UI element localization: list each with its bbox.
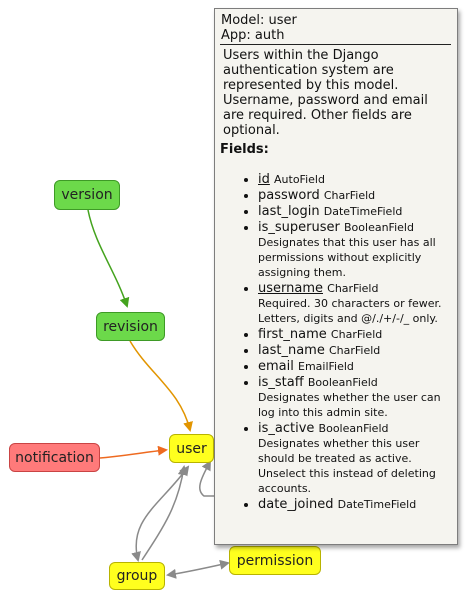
field-item: last_login DateTimeField	[258, 204, 451, 219]
tooltip-app-line: App: auth	[221, 28, 285, 43]
field-type: CharField	[330, 328, 383, 341]
field-help-text: Designates that this user has all permis…	[258, 236, 436, 279]
tooltip-fields-title: Fields:	[220, 142, 269, 157]
node-permission[interactable]: permission	[229, 546, 321, 575]
edge-notification-user	[99, 445, 168, 459]
field-type: DateTimeField	[337, 498, 417, 511]
field-type: BooleanField	[318, 422, 389, 435]
tooltip-divider	[220, 44, 451, 45]
field-type: BooleanField	[307, 376, 378, 389]
field-help-text: Designates whether this user should be t…	[258, 437, 436, 495]
edge-version-revision	[87, 209, 130, 308]
field-item: email EmailField	[258, 359, 451, 374]
edge-revision-user	[129, 340, 193, 432]
field-type: CharField	[327, 282, 379, 295]
edge-group-user-2	[141, 465, 188, 561]
field-type: EmailField	[298, 360, 354, 373]
field-name: username	[258, 281, 323, 296]
field-name: is_active	[258, 421, 315, 436]
field-type: AutoField	[274, 173, 325, 186]
field-help-text: Required. 30 characters or fewer. Letter…	[258, 297, 442, 325]
field-name: is_staff	[258, 375, 304, 390]
tooltip-model-line: Model: user	[221, 13, 297, 28]
field-name: is_superuser	[258, 220, 340, 235]
field-name: first_name	[258, 327, 327, 342]
tooltip-description: Users within the Django authentication s…	[223, 48, 428, 138]
field-name: email	[258, 359, 294, 374]
field-name: password	[258, 188, 320, 203]
edge-group-permission	[166, 559, 230, 579]
field-type: CharField	[328, 344, 381, 357]
node-version[interactable]: version	[54, 180, 120, 210]
field-name: date_joined	[258, 497, 334, 512]
field-type: DateTimeField	[323, 205, 403, 218]
field-name: id	[258, 172, 270, 187]
edge-user-offscreen	[199, 460, 214, 497]
field-list: id AutoFieldpassword CharFieldlast_login…	[215, 172, 457, 512]
model-tooltip: Model: user App: auth Users within the D…	[214, 8, 458, 545]
field-item: id AutoField	[258, 172, 451, 187]
field-item: date_joined DateTimeField	[258, 497, 451, 512]
tooltip-header: Model: user App: auth	[215, 9, 457, 43]
field-item: password CharField	[258, 188, 451, 203]
field-item: first_name CharField	[258, 327, 451, 342]
field-type: CharField	[323, 189, 376, 202]
field-name: last_name	[258, 343, 325, 358]
edge-group-user	[131, 465, 190, 562]
field-name: last_login	[258, 204, 320, 219]
field-help-text: Designates whether the user can log into…	[258, 391, 441, 419]
field-type: BooleanField	[344, 221, 414, 234]
node-user[interactable]: user	[169, 434, 214, 463]
field-item: last_name CharField	[258, 343, 451, 358]
node-revision[interactable]: revision	[96, 312, 165, 341]
node-notification[interactable]: notification	[9, 443, 100, 472]
node-group[interactable]: group	[109, 562, 165, 590]
